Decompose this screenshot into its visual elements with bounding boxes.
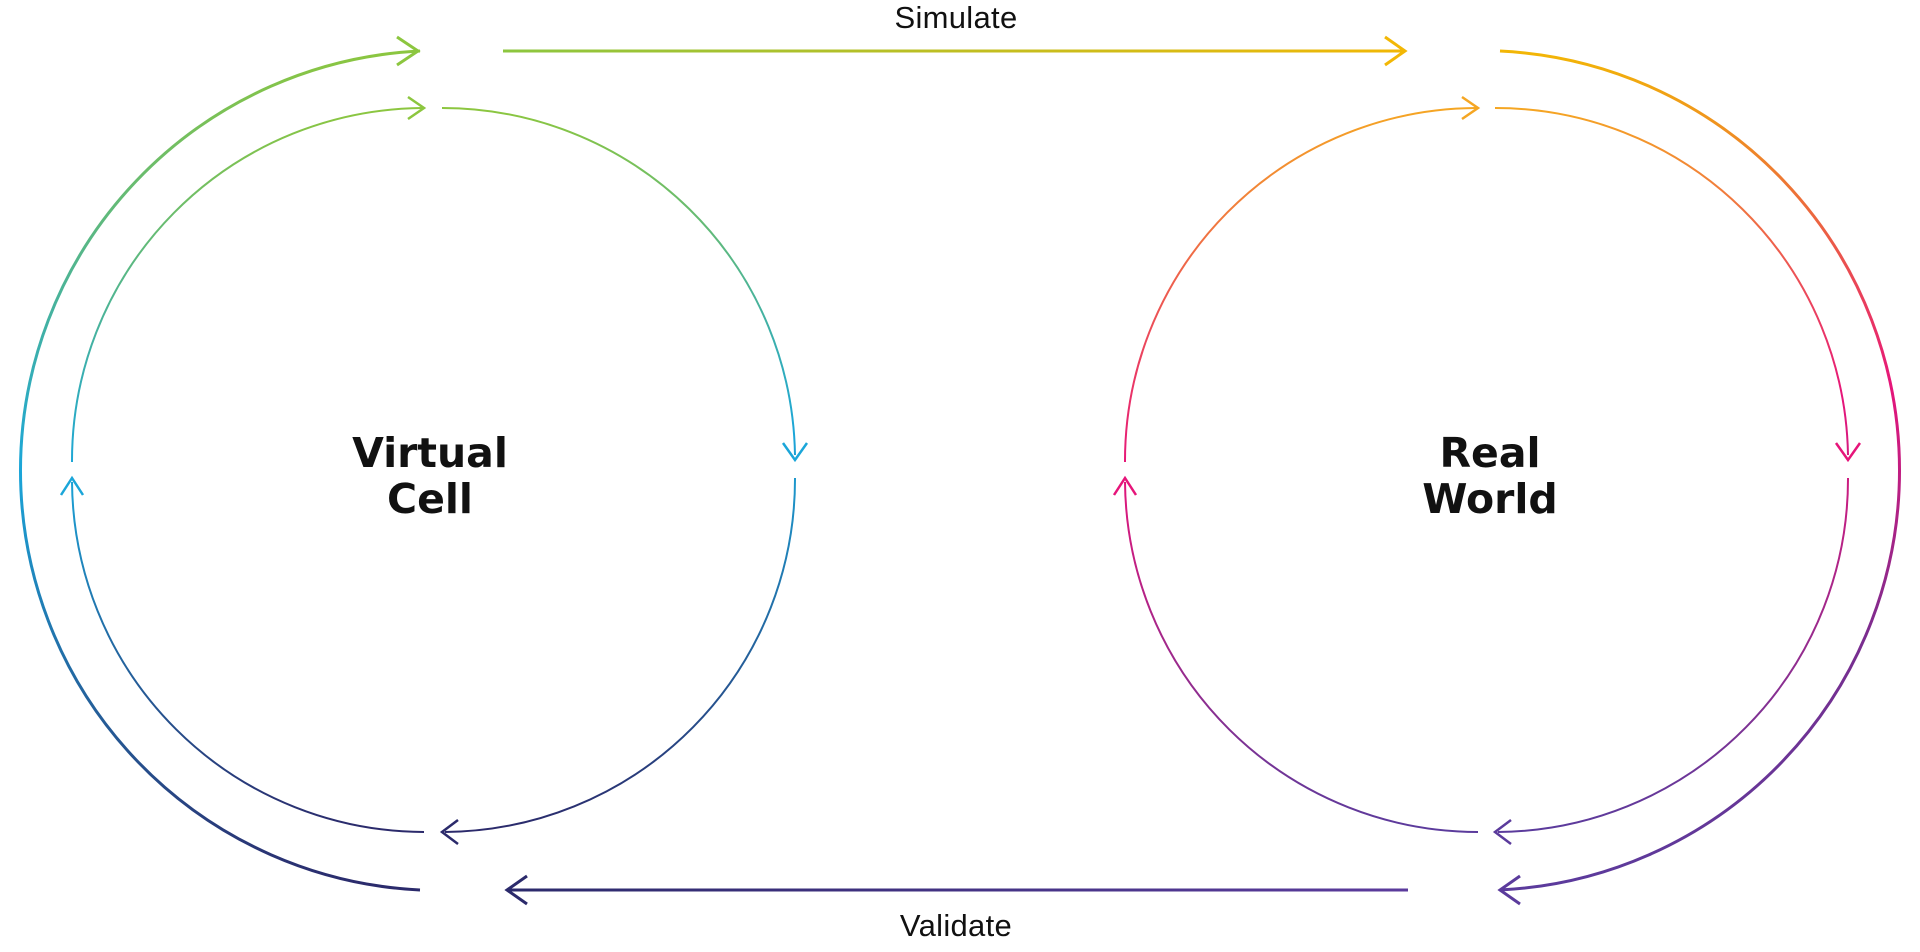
validate-arrow [504,874,1408,906]
node-real-world: Real World [1290,430,1690,522]
node-virtual-cell: Virtual Cell [230,430,630,522]
left-inner-arc-right [439,107,809,845]
node-virtual-cell-line2: Cell [386,475,473,523]
node-real-world-line2: World [1422,475,1558,523]
node-virtual-cell-line1: Virtual [352,429,508,477]
validate-label: Validate [899,908,1013,943]
right-inner-arc-left [1112,95,1481,833]
right-inner-arc-right [1492,107,1862,845]
node-real-world-line1: Real [1439,429,1541,477]
simulate-arrow [503,35,1408,67]
left-inner-arc-left [59,95,427,833]
right-outer-arc [1497,49,1901,906]
simulate-label: Simulate [894,0,1018,35]
left-outer-arc [19,35,421,892]
